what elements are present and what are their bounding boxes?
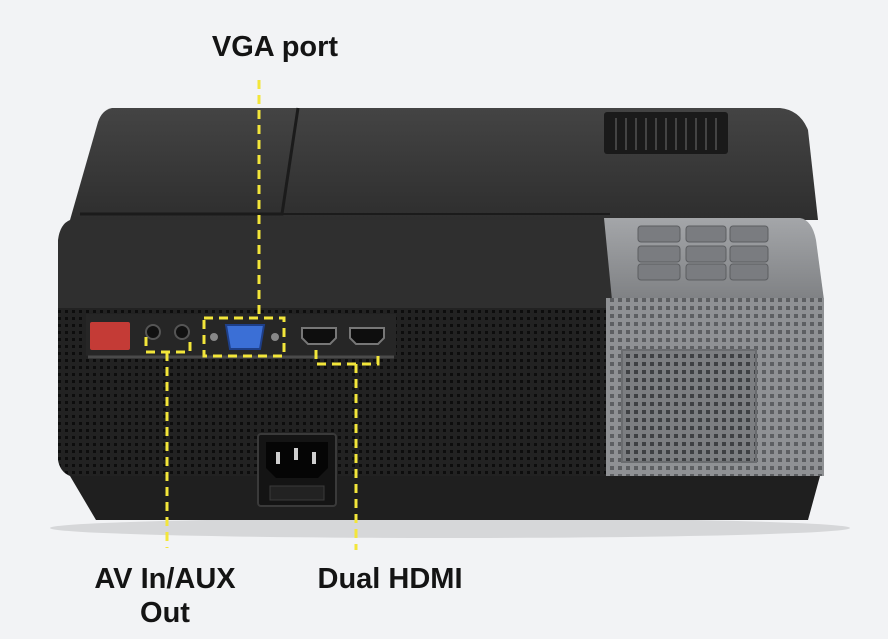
control-button-icon [729,245,769,263]
hdmi-port-icon [301,327,337,345]
vga-port-label: VGA port [211,31,339,63]
aux-out-jack-icon [174,324,190,340]
av-in-jack-icon [145,324,161,340]
projector-front-band [58,220,612,310]
control-button-icon [685,245,727,263]
speaker-grille [128,372,232,442]
control-button-icon [637,225,681,243]
projector-base [70,476,820,520]
control-buttons [637,225,769,281]
control-panel-vent [621,349,757,463]
hdmi-port-icon [349,327,385,345]
lens-vent-slats [615,118,717,150]
av-label-line-1: AV In/AUX [94,563,236,595]
floor-shadow [50,518,850,538]
vga-connector-icon [210,324,279,350]
av-in-aux-out-label: AV In/AUX Out [70,562,260,630]
control-button-icon [637,245,681,263]
dual-hdmi-label: Dual HDMI [317,563,463,595]
vga-highlight-box [202,316,286,358]
av-label-line-2: Out [140,597,190,630]
callout-lines [144,80,380,550]
control-button-icon [637,263,681,281]
power-inlet-icon [257,433,337,507]
control-button-icon [729,263,769,281]
control-button-icon [685,225,727,243]
red-port-icon [90,322,130,350]
control-button-icon [729,225,769,243]
control-button-icon [685,263,727,281]
hdmi-highlight-bracket [314,350,380,366]
